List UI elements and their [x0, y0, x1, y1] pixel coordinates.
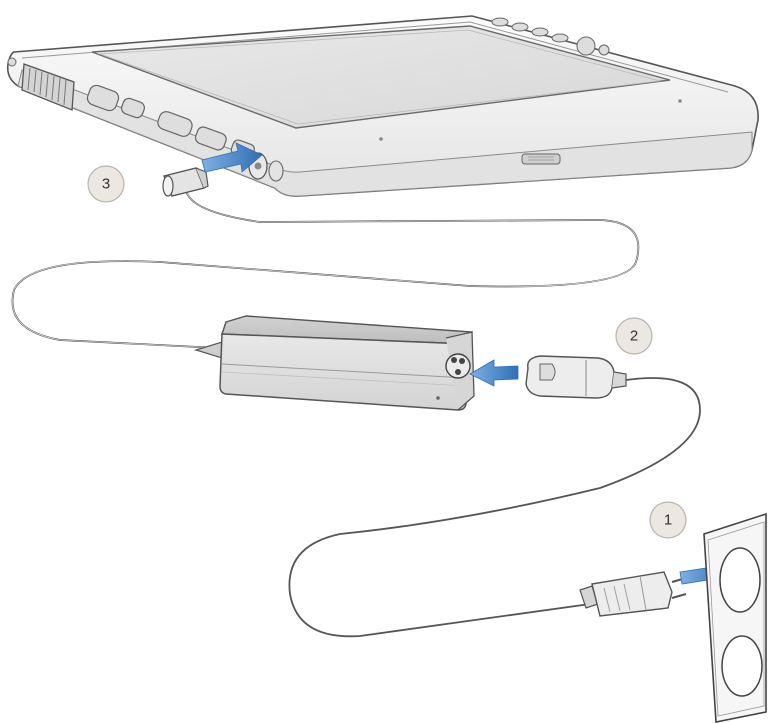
- outlet-socket-lower: [721, 635, 763, 697]
- c5-plug: [525, 355, 627, 399]
- step-badge-3: 3: [87, 165, 125, 203]
- c5-socket: [445, 353, 471, 379]
- wall-outlet: [703, 512, 767, 723]
- step-number-3: 3: [102, 176, 110, 193]
- step-badge-1: 1: [649, 501, 687, 539]
- tablet-button-strip: [491, 17, 610, 56]
- insert-arrow-3: [201, 142, 263, 173]
- tablet-latch: [521, 153, 561, 165]
- barrel-plug: [162, 167, 209, 197]
- side-vent: [21, 63, 75, 111]
- tablet-device: [6, 15, 759, 197]
- dc-cable: [11, 189, 640, 349]
- step-number-2: 2: [630, 328, 638, 345]
- ac-cable: [288, 377, 701, 638]
- wall-plug: [579, 571, 687, 617]
- insert-arrow-2: [469, 359, 519, 387]
- ac-adapter: [193, 315, 475, 411]
- step-number-1: 1: [664, 512, 672, 529]
- outlet-socket-upper: [719, 547, 761, 613]
- step-badge-2: 2: [615, 317, 653, 355]
